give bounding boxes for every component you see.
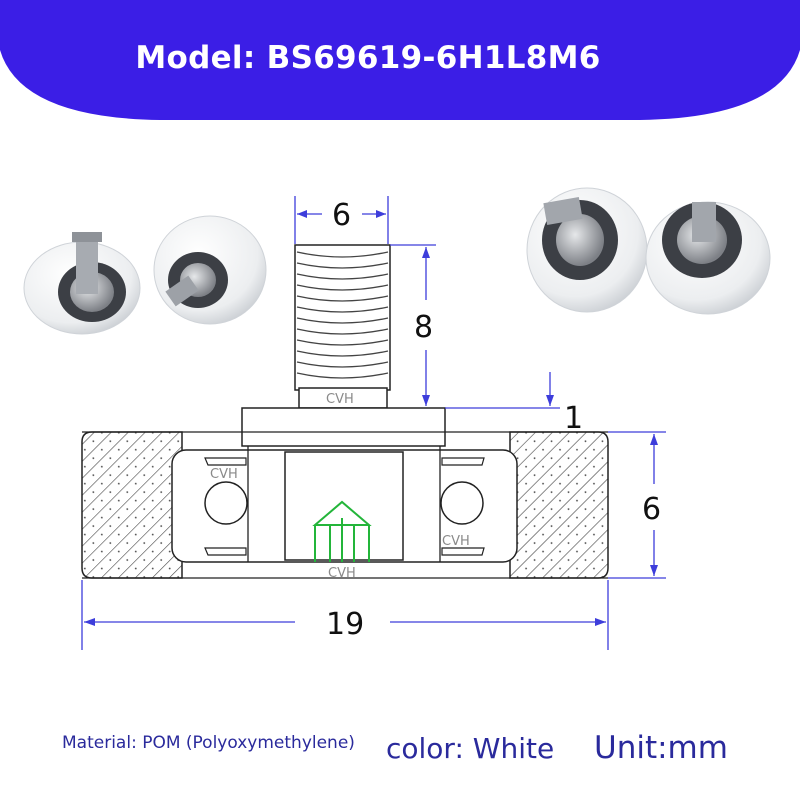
dim-step [445,372,560,409]
product-photo-left [23,215,267,335]
brand-label-right: CVH [442,534,470,549]
brand-label-left: CVH [210,467,238,482]
material-text: Material: POM (Polyoxymethylene) [62,733,355,753]
dim-label-width: 6 [642,492,661,527]
thread-lines [296,251,389,379]
dim-thread-length [390,244,436,406]
wheel-section: CVH CVH CVH [81,431,609,581]
product-photo-right [526,187,771,315]
brand-logo-icon [312,500,372,562]
dim-label-outer-diameter: 19 [326,607,364,642]
dim-width [608,431,666,579]
color-text: color: White [386,732,555,765]
dim-outer-diameter [81,580,609,650]
model-title: Model: BS69619-6H1L8M6 [135,40,601,76]
dim-label-step: 1 [564,401,583,436]
dim-label-thread-diameter: 6 [332,198,351,233]
unit-text: Unit:mm [594,730,728,766]
bearing-ball-left [204,481,248,525]
brand-label-bottom: CVH [328,566,356,581]
shoulder-step [241,407,446,447]
bearing-ball-right [440,481,484,525]
dim-label-thread-length: 8 [414,310,433,345]
dim-thread-diameter [294,196,389,244]
brand-label-stud: CVH [326,392,354,407]
threaded-stud: CVH [294,244,391,409]
header-banner [0,0,800,120]
